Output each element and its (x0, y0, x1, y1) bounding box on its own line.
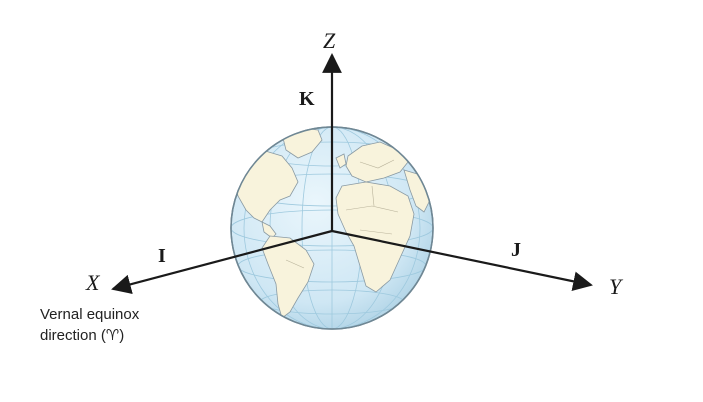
x-axis-label: X (85, 270, 101, 295)
i-unit-vector-label: I (158, 245, 166, 267)
europe-shape (345, 141, 409, 183)
caption-line-2: direction (♈) (40, 327, 125, 344)
british-isles-shape (335, 153, 347, 169)
j-unit-vector-label: J (511, 239, 521, 261)
caption-line-1: Vernal equinox (40, 306, 140, 323)
k-unit-vector-label: K (299, 88, 315, 110)
globe-borders (285, 159, 399, 269)
y-axis-line (331, 229, 593, 292)
y-axis-label: Y (609, 274, 624, 299)
south-america-shape (261, 235, 315, 319)
z-axis-label: Z (323, 28, 336, 53)
vernal-equinox-caption: Vernal equinox direction (♈) (40, 304, 139, 346)
axes-group (111, 53, 593, 295)
x-axis-line (111, 229, 333, 295)
africa-shape (335, 181, 415, 293)
